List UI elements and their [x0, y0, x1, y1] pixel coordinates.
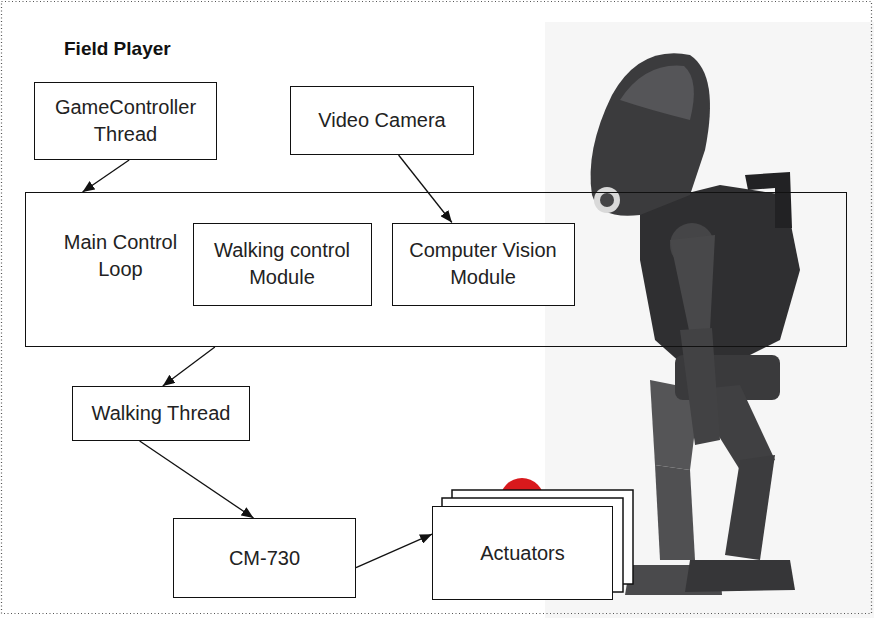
flow-arrow [83, 160, 130, 192]
flow-arrow [356, 534, 432, 567]
box-label: GameController Thread [43, 94, 208, 148]
process-box: Walking control Module [193, 223, 372, 306]
process-box: Computer Vision Module [392, 223, 575, 306]
process-box: GameController Thread [34, 82, 217, 160]
box-label: Main Control Loop [48, 229, 193, 283]
box-label: Actuators [480, 540, 564, 567]
diagram-title: Field Player [64, 38, 171, 60]
loop-group-box: Main Control LoopWalking control Module C… [25, 192, 847, 347]
process-box: Video Camera [290, 86, 474, 155]
process-box: CM-730 [173, 518, 356, 598]
box-label: Walking Thread [92, 400, 231, 427]
box-label: Video Camera [318, 107, 445, 134]
flow-arrow [163, 347, 215, 386]
process-box: Actuators [432, 506, 613, 600]
box-label: Walking control Module [202, 237, 363, 291]
flow-arrow [399, 155, 452, 223]
box-label: Computer Vision Module [401, 237, 566, 291]
box-label: CM-730 [229, 545, 300, 572]
process-box: Walking Thread [72, 386, 250, 441]
flow-arrow [140, 441, 254, 518]
